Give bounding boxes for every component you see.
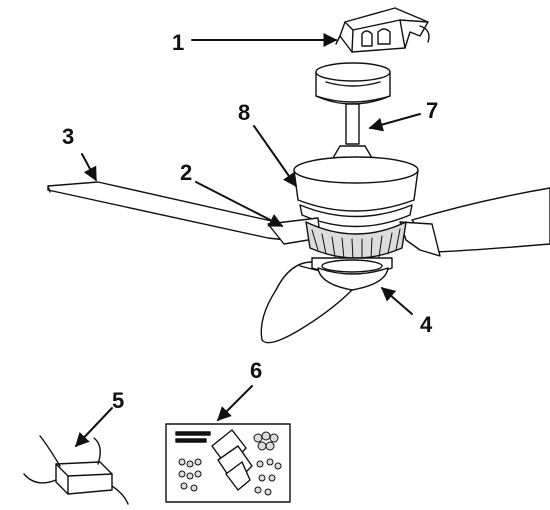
callout-4: 4 [420, 312, 433, 337]
remote-receiver [23, 435, 129, 505]
callout-3: 3 [62, 124, 74, 149]
leader-2 [195, 181, 284, 227]
downrod [332, 103, 373, 159]
leader-8 [253, 125, 297, 188]
fan-blade-right [411, 187, 550, 253]
callout-5: 5 [112, 388, 124, 413]
leader-6 [217, 385, 253, 421]
ceiling-canopy [315, 62, 391, 105]
leader-7 [368, 113, 421, 132]
callout-8: 8 [238, 100, 250, 125]
callout-6: 6 [250, 358, 262, 383]
callout-2: 2 [180, 160, 192, 185]
leader-lines [75, 33, 421, 448]
callout-7: 7 [426, 98, 438, 123]
hardware-pack [165, 423, 291, 503]
callout-1: 1 [172, 30, 184, 55]
mounting-bracket [335, 7, 430, 53]
motor-vent-ring [305, 221, 407, 261]
leader-5 [75, 407, 113, 448]
light-kit [311, 257, 393, 291]
motor-housing [293, 156, 419, 228]
fan-blade-left [47, 181, 287, 241]
leader-3 [81, 153, 97, 182]
blade-arm-right [399, 221, 441, 257]
leader-4 [380, 287, 413, 315]
